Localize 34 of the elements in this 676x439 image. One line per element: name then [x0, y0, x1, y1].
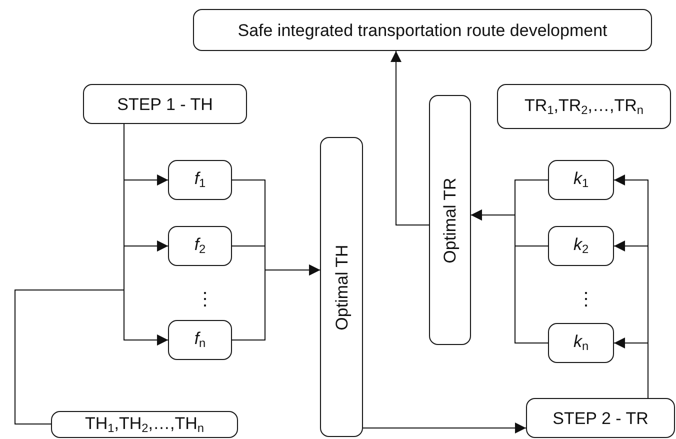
node-label: f$_{2}$ [194, 236, 206, 256]
process-box [168, 226, 232, 266]
node-label: Optimal TR [442, 177, 458, 263]
node-label: Safe integrated transportation route development [238, 22, 608, 38]
node-label: TR$_{1}$,TR$_{2}$,…,TR$_{n}$ [524, 96, 644, 116]
process-box [548, 226, 614, 266]
process-box [548, 323, 614, 363]
node-label: f$_{n}$ [194, 330, 206, 350]
connector-arrow [14, 290, 168, 424]
connector-arrow [614, 338, 648, 398]
ellipsis-mark: ⋮ [196, 290, 214, 308]
node-label: k$_{1}$ [573, 170, 589, 190]
process-box [168, 320, 232, 360]
process-box [548, 160, 614, 200]
node-label: k$_{2}$ [573, 236, 589, 256]
process-box [193, 9, 652, 51]
process-box [83, 84, 247, 124]
process-box [526, 398, 675, 438]
connector-arrow [362, 422, 526, 434]
node-label: STEP 2 - TR [552, 410, 648, 426]
node-label: Optimal TH [333, 244, 350, 330]
process-bar [320, 137, 363, 437]
node-label: STEP 1 - TH [117, 96, 213, 112]
process-box [51, 411, 238, 438]
node-label: TH$_{1}$,TH$_{2}$,…,TH$_{n}$ [84, 414, 204, 434]
process-box [497, 84, 671, 129]
connector-arrow [470, 210, 548, 344]
process-bar [429, 95, 471, 345]
connector-arrow [390, 50, 430, 226]
process-box [168, 160, 232, 200]
node-label: f$_{1}$ [194, 170, 206, 190]
connector-arrow [232, 264, 320, 340]
node-label: k$_{n}$ [573, 333, 589, 353]
ellipsis-mark: ⋮ [577, 290, 595, 308]
